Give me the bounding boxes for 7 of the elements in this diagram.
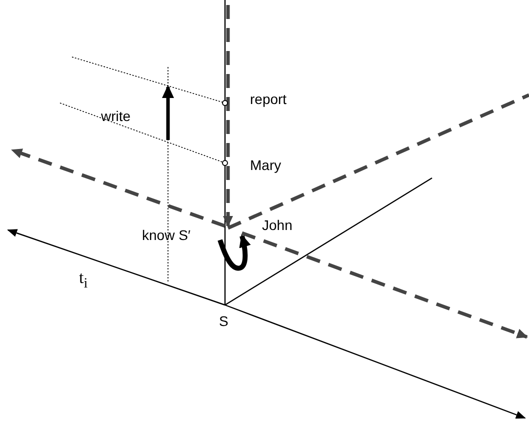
axis-label: report: [250, 91, 287, 107]
axis-label: Mary: [250, 157, 282, 173]
axis-label: t$_{i}$: [79, 270, 88, 292]
axis-label: S: [219, 313, 228, 329]
axis-label: John: [262, 217, 292, 233]
axis-label: write: [101, 108, 131, 124]
axis-label: know S′: [142, 227, 191, 243]
